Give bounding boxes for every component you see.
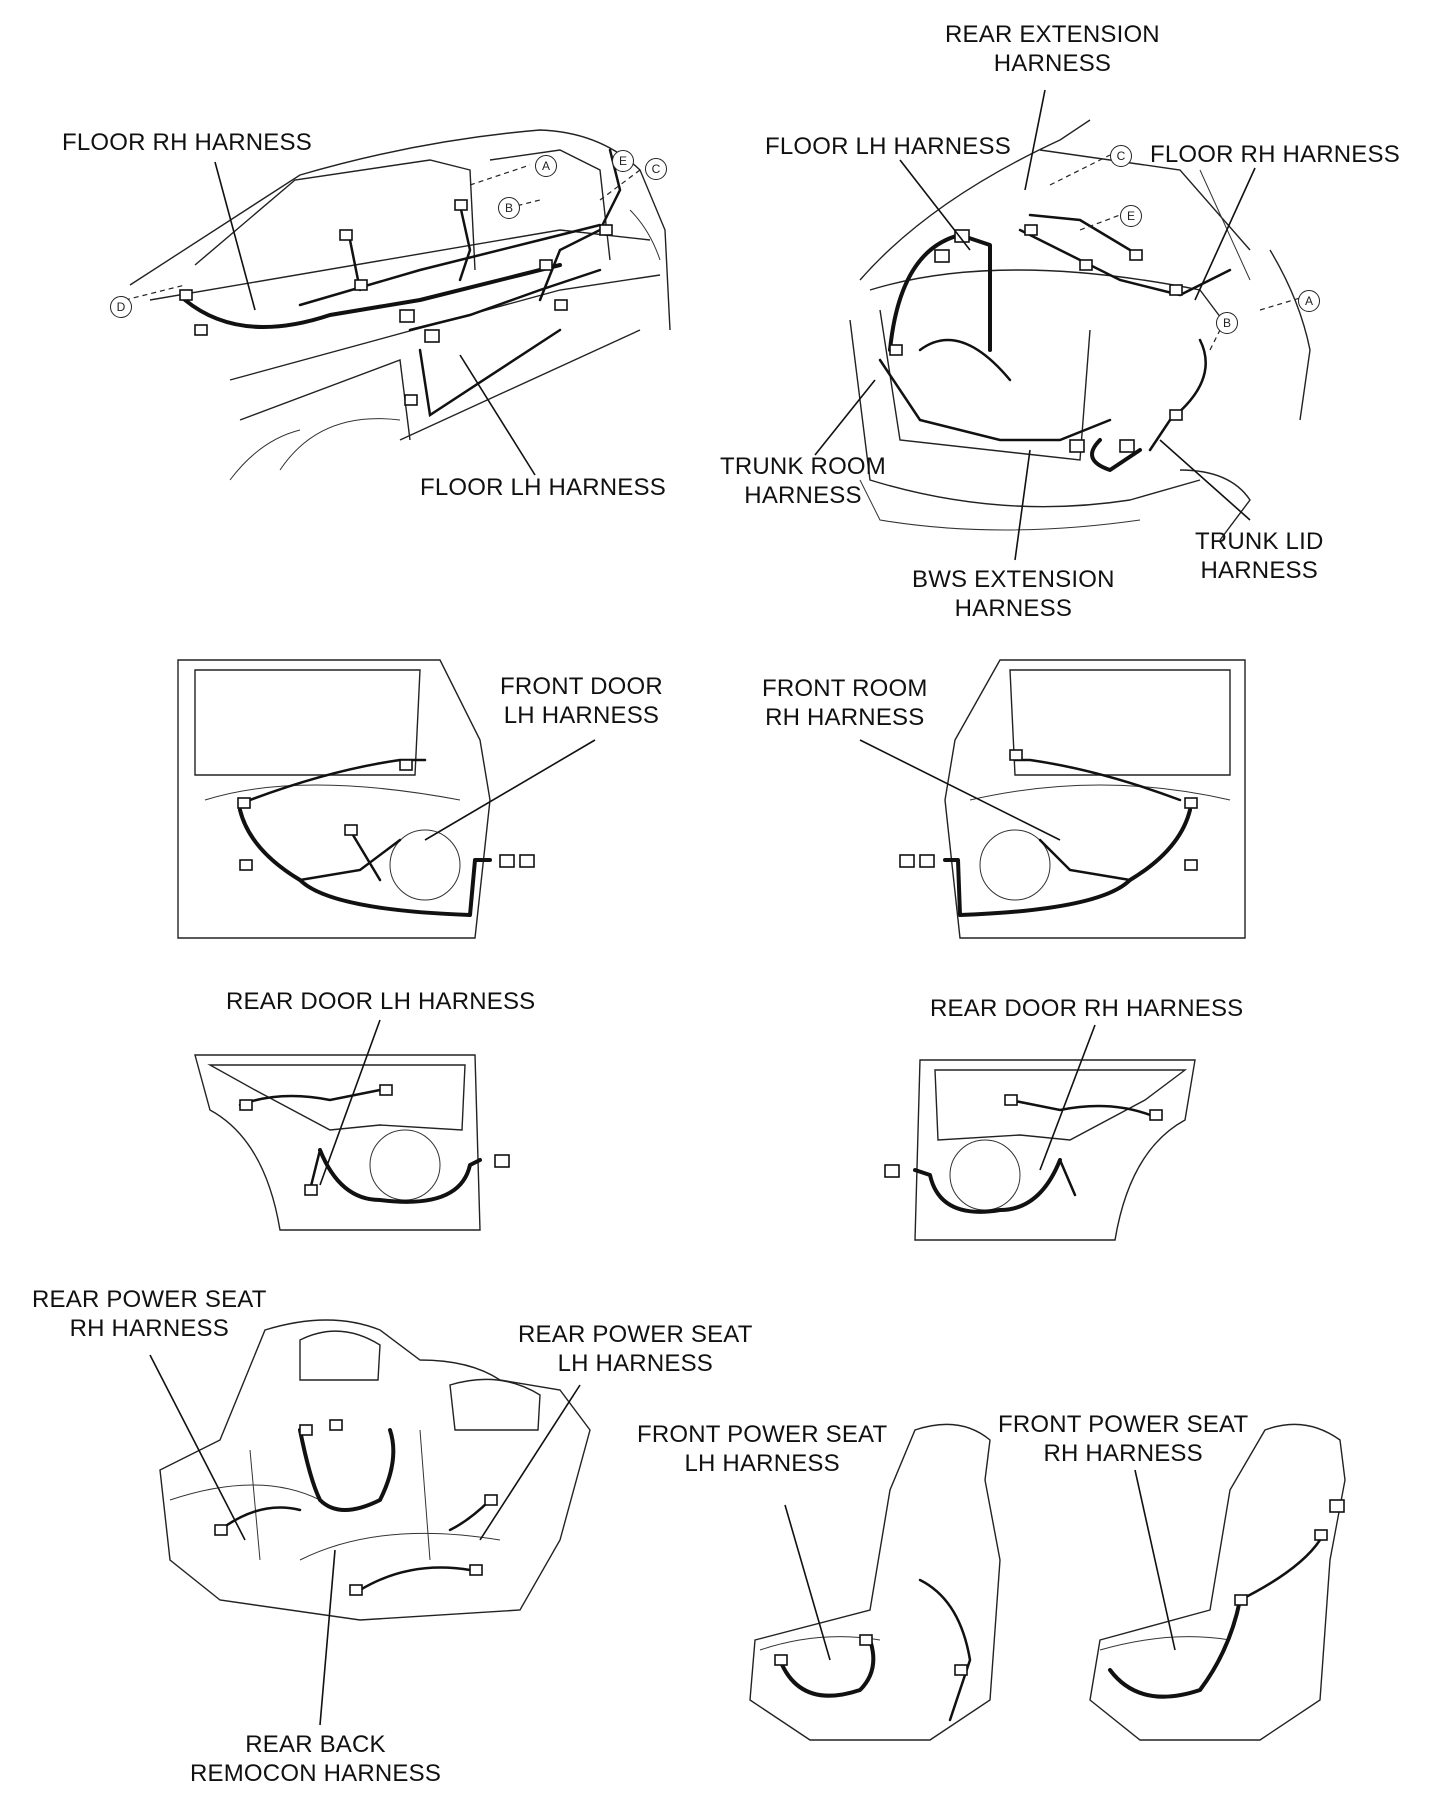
rear-door-rh-illustration [884,1024,1196,1241]
label-front-door-lh-harness: FRONT DOOR LH HARNESS [500,673,663,729]
callout-c: C [645,158,667,180]
label-floor-lh-harness: FLOOR LH HARNESS [420,474,666,501]
label-bws-extension-harness: BWS EXTENSION HARNESS [912,566,1115,622]
label-rear-power-seat-rh-harness: REAR POWER SEAT RH HARNESS [32,1286,267,1342]
label-trunk-lid-harness: TRUNK LID HARNESS [1195,528,1324,584]
callout-b-rear: B [1216,312,1238,334]
label-trunk-room-harness: TRUNK ROOM HARNESS [720,453,886,509]
front-seat-rh-illustration [1089,1423,1346,1741]
label-rear-back-remocon-harness: REAR BACK REMOCON HARNESS [190,1731,442,1787]
callout-e-rear: E [1120,205,1142,227]
label-front-power-seat-lh-harness: FRONT POWER SEAT LH HARNESS [637,1421,888,1477]
callout-a: A [535,155,557,177]
label-rear-door-rh-harness: REAR DOOR RH HARNESS [930,995,1244,1022]
rear-door-lh-illustration [194,1019,510,1231]
car-side-illustration [124,129,671,481]
car-rear-illustration [814,89,1311,561]
label-floor-lh-harness-rear: FLOOR LH HARNESS [765,133,1011,160]
callout-d: D [110,296,132,318]
front-seat-lh-illustration [749,1423,1001,1741]
label-front-power-seat-rh-harness: FRONT POWER SEAT RH HARNESS [998,1411,1249,1467]
front-door-rh-illustration [859,659,1246,939]
front-door-lh-illustration [177,659,596,939]
callout-a-rear: A [1298,290,1320,312]
callout-b: B [498,197,520,219]
label-rear-door-lh-harness: REAR DOOR LH HARNESS [226,988,536,1015]
label-floor-rh-harness-rear: FLOOR RH HARNESS [1150,141,1400,168]
callout-e: E [612,150,634,172]
label-floor-rh-harness: FLOOR RH HARNESS [62,129,312,156]
rear-seat-illustration [149,1319,591,1726]
callout-c-rear: C [1110,145,1132,167]
label-front-room-rh-harness: FRONT ROOM RH HARNESS [762,675,928,731]
label-rear-extension-harness: REAR EXTENSION HARNESS [945,21,1160,77]
label-rear-power-seat-lh-harness: REAR POWER SEAT LH HARNESS [518,1321,753,1377]
